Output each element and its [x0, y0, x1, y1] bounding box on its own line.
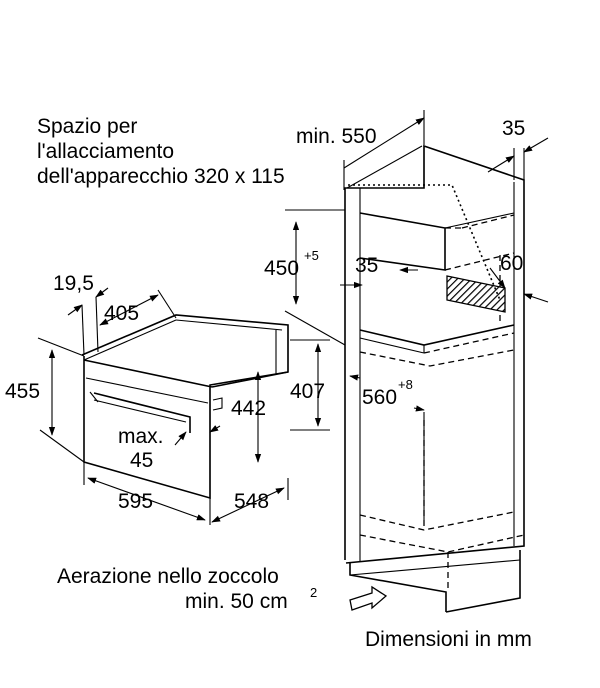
ventilation-line1: Aerazione nello zoccolo: [57, 565, 279, 588]
connection-space-line3: dell'apparecchio 320 x 115: [37, 165, 285, 188]
ventilation-arrow-icon: [349, 585, 388, 611]
dim-595: 595: [118, 490, 153, 513]
dim-19-5: 19,5: [53, 272, 94, 295]
ventilation-superscript: 2: [310, 585, 317, 600]
connection-cutout-hatch: [446, 275, 506, 313]
dim-560: 560: [362, 386, 397, 409]
dim-35-mid: 35: [355, 254, 378, 277]
dim-450-superscript: +5: [304, 248, 319, 263]
dim-60: 60: [500, 252, 523, 275]
dim-407: 407: [290, 380, 325, 403]
dim-455: 455: [5, 380, 40, 403]
dim-405: 405: [104, 302, 139, 325]
labels: Spazio per l'allacciamento dell'apparecc…: [5, 115, 532, 651]
dim-35-top: 35: [502, 117, 525, 140]
dim-450: 450: [264, 257, 299, 280]
dim-min-550: min. 550: [296, 125, 377, 148]
dim-max-value: 45: [130, 449, 153, 472]
oven-appliance: [81, 314, 289, 500]
dim-560-superscript: +8: [398, 377, 413, 392]
dim-442: 442: [231, 397, 266, 420]
dimension-lines: [37, 110, 549, 611]
ventilation-line2: min. 50 cm: [185, 590, 288, 613]
connection-space-line1: Spazio per: [37, 115, 137, 138]
dim-max-label: max.: [118, 425, 164, 448]
tall-cabinet: [344, 144, 525, 613]
units-note: Dimensioni in mm: [365, 628, 532, 651]
connection-space-line2: l'allacciamento: [37, 140, 174, 163]
dim-548: 548: [234, 490, 269, 513]
